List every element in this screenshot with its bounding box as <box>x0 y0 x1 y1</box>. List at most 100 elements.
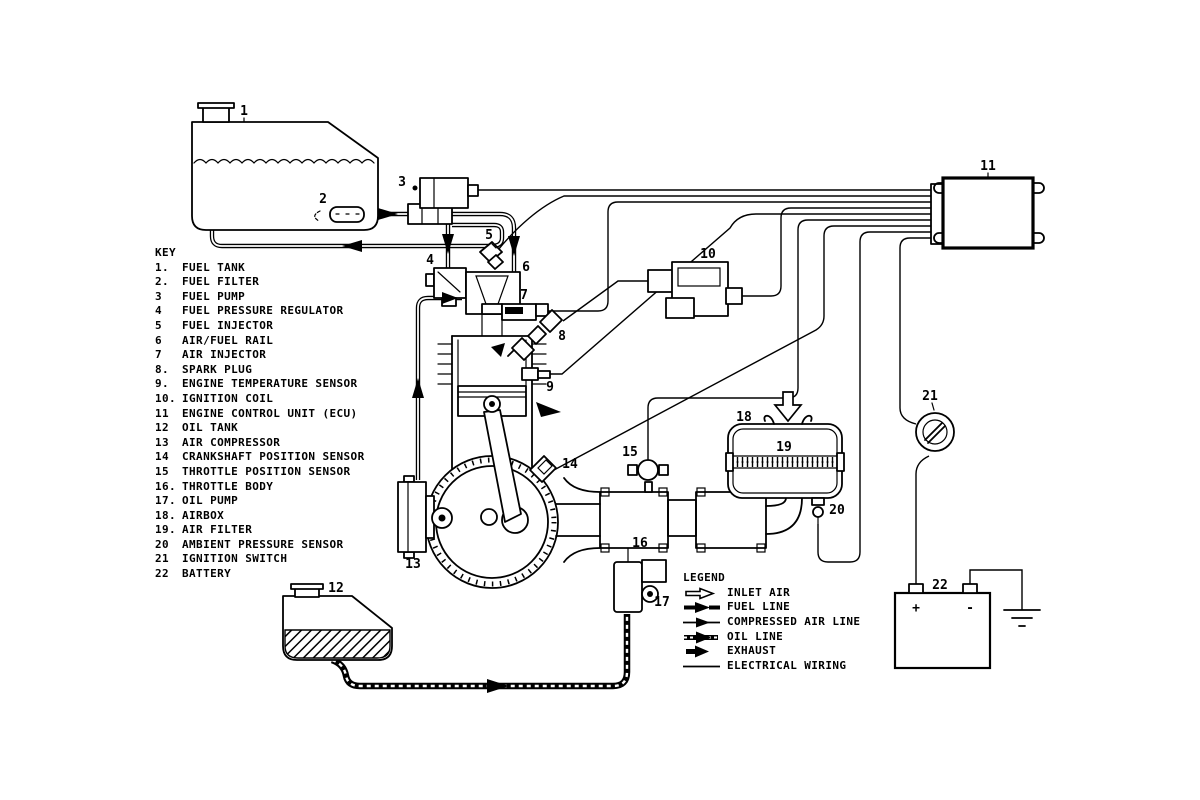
air-arrow-up <box>412 378 424 398</box>
legend-item-electrical: ELECTRICAL WIRING <box>683 659 860 674</box>
ground-symbol <box>1003 609 1041 627</box>
label-fuel-tank: 1 <box>240 104 248 119</box>
label-oil-pump: 17 <box>654 595 670 610</box>
air-filter <box>725 452 845 472</box>
key-item-18: 18.AIRBOX <box>155 508 225 522</box>
engine-temperature-sensor <box>521 367 551 381</box>
label-ignition-coil: 10 <box>700 247 716 262</box>
ecu <box>930 172 1045 250</box>
ecu-tab-bl <box>933 232 944 244</box>
oil-tank <box>282 583 393 661</box>
spark-plug <box>507 309 563 361</box>
label-air-filter: 19 <box>776 440 792 455</box>
bellmouth-bottom <box>563 547 601 563</box>
label-compressor: 13 <box>405 557 421 572</box>
fuel-arrow-supply <box>378 208 398 220</box>
component-labels: 1 2 3 4 5 6 7 8 9 10 11 12 13 14 15 16 1… <box>240 104 996 610</box>
legend-item-fuel-line: FUEL LINE <box>683 600 860 615</box>
label-ecu: 11 <box>980 159 996 174</box>
key-item-8: 8.SPARK PLUG <box>155 362 253 376</box>
air-arrow-right <box>442 292 458 304</box>
fuel-pump <box>407 177 479 225</box>
label-regulator: 4 <box>426 253 434 268</box>
engine-block <box>425 313 559 589</box>
fuel-arrow-return <box>342 240 362 252</box>
battery-positive-wire <box>915 455 930 585</box>
oil-line-arrow-icon <box>683 631 721 644</box>
label-crank-sensor: 14 <box>562 457 578 472</box>
label-fuel-injector: 5 <box>485 228 493 243</box>
legend-heading: LEGEND <box>683 571 726 584</box>
tract-connector <box>667 499 697 537</box>
key-item-16: 16.THROTTLE BODY <box>155 479 274 493</box>
temp-sensor-wire <box>550 213 931 375</box>
label-air-injector: 7 <box>520 288 528 303</box>
label-spark-plug: 8 <box>558 329 566 344</box>
cooling-fins <box>437 343 547 385</box>
airbox-elbow-top <box>765 497 787 507</box>
label-ambient-sensor: 20 <box>829 503 845 518</box>
key-heading: KEY <box>155 246 177 259</box>
ambient-sensor-wire <box>817 231 931 563</box>
fuel-arrow-down-right <box>508 236 520 256</box>
air-injector-wire <box>548 201 931 312</box>
label-fuel-pump: 3 <box>398 175 406 190</box>
label-fuel-filter: 2 <box>319 192 327 207</box>
oil-arrow-right <box>487 679 509 693</box>
spark-plug-lead <box>562 280 648 322</box>
key-item-10: 10.IGNITION COIL <box>155 391 274 405</box>
label-tps: 15 <box>622 445 638 460</box>
crank-sensor-wire <box>553 225 931 471</box>
ignition-switch <box>915 402 955 452</box>
legend-panel: LEGEND INLET AIR FUEL LINE COMPRESSED AI… <box>683 571 860 674</box>
exhaust-arrow-icon <box>683 645 721 658</box>
ignition-switch-wire <box>899 237 931 425</box>
fuel-injector <box>479 241 504 270</box>
airbox-flange-left <box>763 414 775 425</box>
battery-negative-terminal <box>962 583 978 594</box>
electrical-wiring-line-icon <box>683 660 721 673</box>
fuel-return-line <box>209 222 505 249</box>
ecu-tab-tr <box>1032 182 1045 194</box>
electrical-wiring <box>478 189 1023 610</box>
label-oil-tank: 12 <box>328 581 344 596</box>
fuel-level-line <box>193 158 375 164</box>
air-injector <box>501 303 549 321</box>
key-item-17: 17.OIL PUMP <box>155 494 239 508</box>
inlet-air-arrow <box>773 391 803 423</box>
intake-tract <box>555 477 803 563</box>
fuel-pressure-regulator <box>425 267 467 307</box>
fuel-tank <box>191 102 379 231</box>
airbox <box>725 414 845 499</box>
fuel-filter <box>314 206 365 223</box>
compressed-air-line <box>415 295 462 480</box>
key-item-19: 19.AIR FILTER <box>155 523 253 537</box>
crank-journal-small <box>480 508 498 526</box>
fuel-arrow-down-left <box>442 234 454 254</box>
battery-minus-sign: - <box>966 601 974 616</box>
legend-item-exhaust: EXHAUST <box>683 644 860 659</box>
oil-pump <box>613 547 667 613</box>
air-compressor <box>397 475 453 559</box>
label-airbox: 18 <box>736 410 752 425</box>
key-item-1: 1.FUEL TANK <box>155 260 246 274</box>
ecu-tab-tl <box>933 182 944 194</box>
battery-positive-terminal <box>908 583 924 594</box>
crankshaft-position-sensor <box>529 455 557 483</box>
exhaust-arrow <box>536 402 561 417</box>
ambient-pressure-sensor <box>811 497 825 525</box>
key-item-2: 2.FUEL FILTER <box>155 275 260 289</box>
